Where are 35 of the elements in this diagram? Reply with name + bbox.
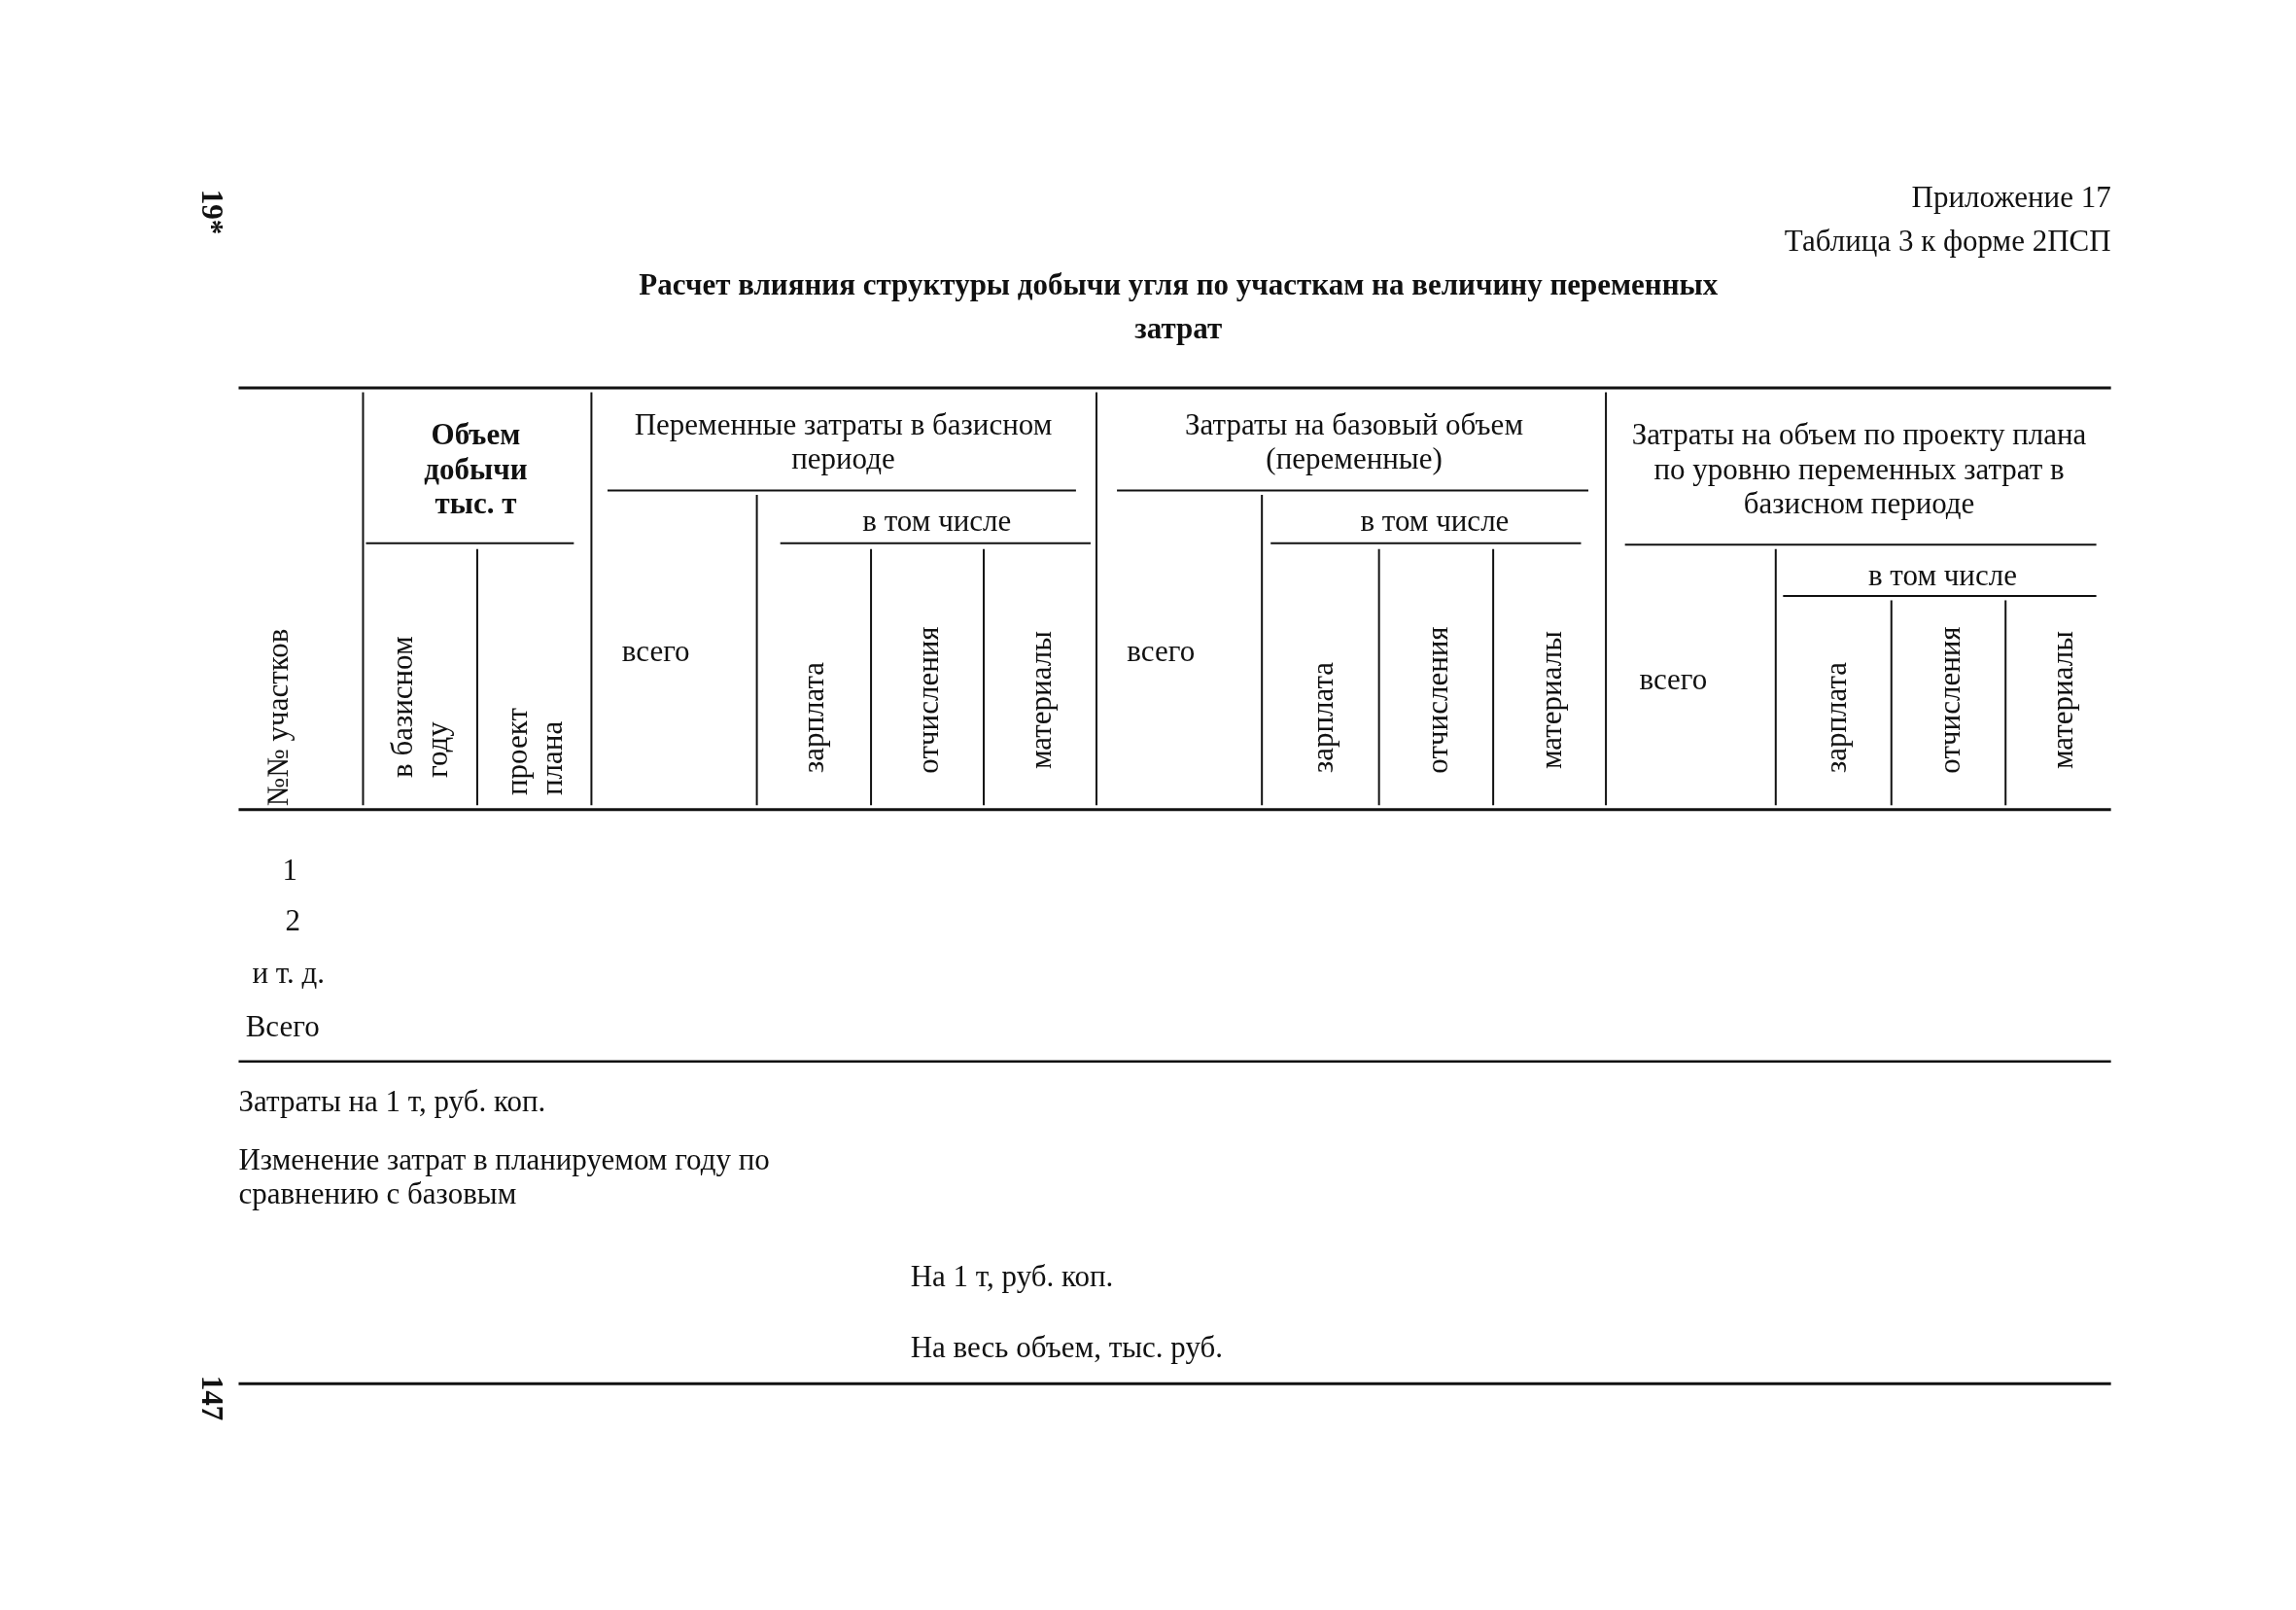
header-cell: №№ участков — [261, 628, 296, 807]
row-label: Изменение затрат в планируемом году по сравнению с базовым — [238, 1142, 771, 1212]
row-label: На 1 т, руб. коп. — [910, 1259, 1114, 1295]
header-cell-text: Затраты на базовый объем (переменные) — [1184, 407, 1524, 477]
header-cell: в том числе — [1867, 558, 2017, 593]
header-cell: зарплата — [796, 661, 832, 774]
header-cell: всего — [621, 634, 690, 669]
header-cell: в том числе — [862, 504, 1012, 539]
table-note: Таблица 3 к форме 2ПСП — [1784, 224, 2111, 260]
row-label: 1 — [282, 852, 297, 888]
row-label: Затраты на 1 т, руб. коп. — [238, 1083, 546, 1119]
header-cell: всего — [1127, 634, 1196, 669]
header-cell-text: в базисном году — [385, 635, 455, 778]
header-cell: всего — [1639, 661, 1708, 697]
header-cell: отчисления — [911, 626, 946, 774]
header-cell-text: проект плана — [500, 707, 570, 795]
header-cell: материалы — [2045, 630, 2080, 769]
page-number: 19* — [194, 190, 230, 235]
appendix-note: Приложение 17 — [1911, 180, 2111, 216]
title: Расчет влияния структуры добычи угля по участкам на величину переменных затрат — [638, 266, 1720, 348]
row-label: и т. д. — [252, 956, 325, 992]
header-cell: отчисления — [1420, 626, 1455, 774]
header-cell: материалы — [1534, 630, 1570, 769]
header-cell: отчисления — [1932, 626, 1967, 774]
header-cell-text: Переменные затраты в базисном периоде — [633, 407, 1054, 477]
header-cell: зарплата — [1818, 661, 1854, 774]
row-label: Всего — [245, 1008, 320, 1044]
row-label: На весь объем, тыс. руб. — [910, 1329, 1223, 1365]
header-cell-text: Затраты на объем по проекту плана по уровню переменных затрат в базисном периоде — [1630, 416, 2088, 521]
page-number: 147 — [194, 1375, 230, 1421]
header-cell-text: Объем добычи тыс. т — [423, 416, 529, 521]
header-cell: в том числе — [1360, 504, 1510, 539]
header-cell: зарплата — [1305, 661, 1341, 774]
header-cell: материалы — [1023, 630, 1059, 769]
row-label: 2 — [285, 903, 300, 939]
